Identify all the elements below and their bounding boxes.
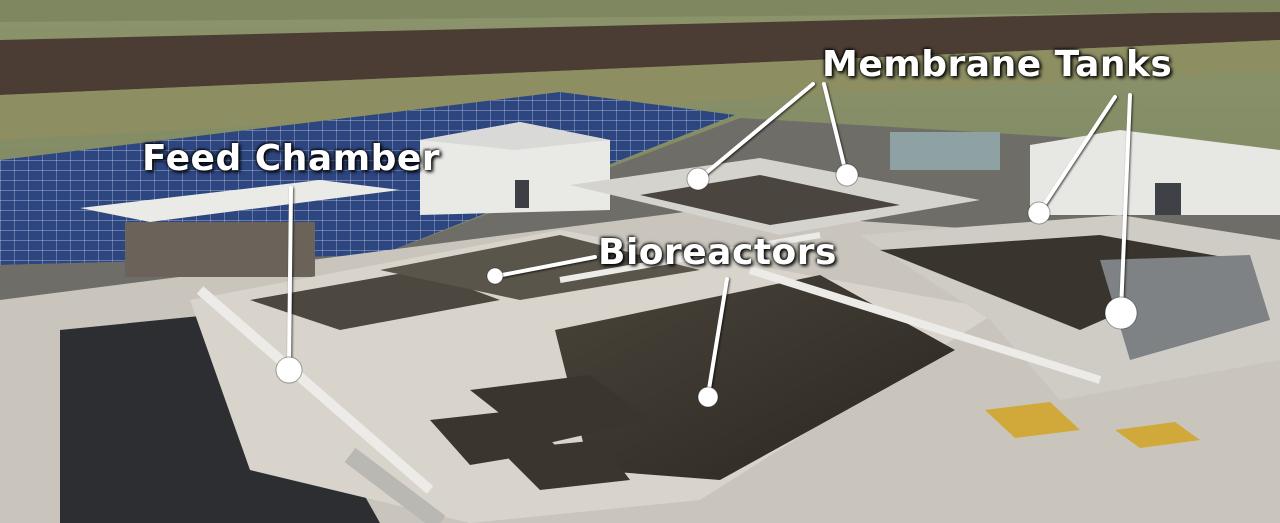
bioreactor-basins <box>190 230 1000 523</box>
road-markings <box>985 402 1200 448</box>
bioreactors-label: Bioreactors <box>598 232 837 273</box>
control-building <box>420 122 610 215</box>
feed-chamber-label: Feed Chamber <box>142 138 441 179</box>
membrane-tanks-label: Membrane Tanks <box>822 44 1173 85</box>
walkways <box>196 232 1102 523</box>
feed-chamber-shelter <box>80 180 400 277</box>
membrane-tanks <box>570 158 1280 400</box>
